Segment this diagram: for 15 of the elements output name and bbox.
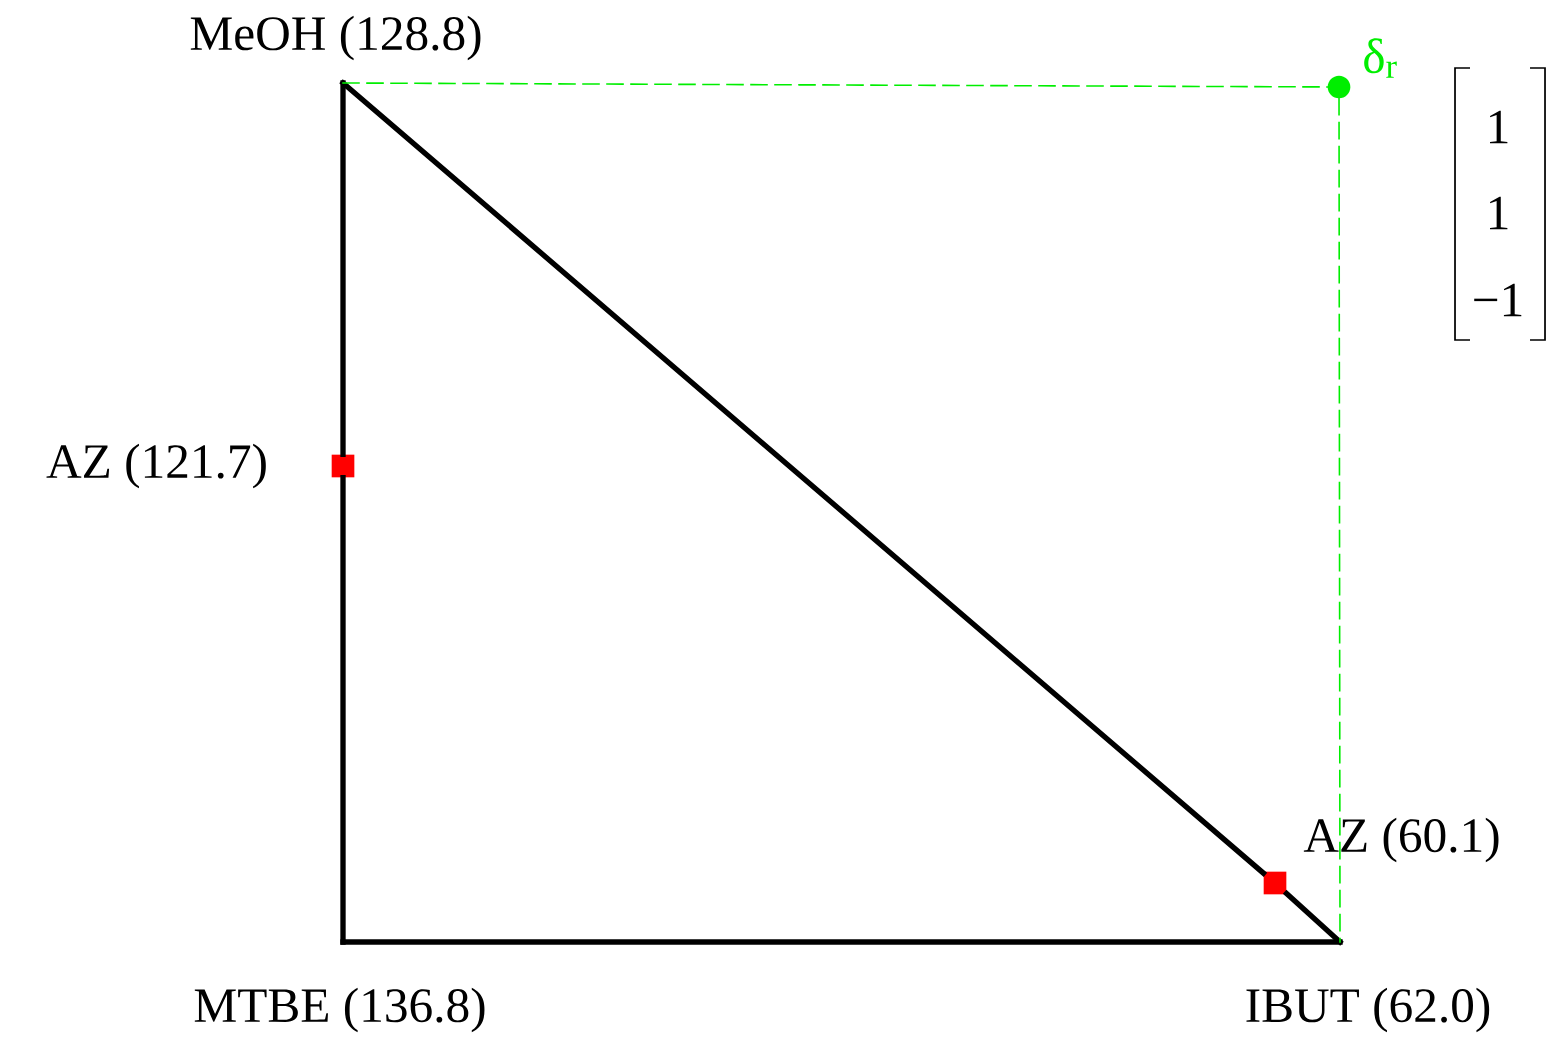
point-label: AZ (121.7) — [46, 443, 266, 489]
triangle-side — [340, 80, 346, 458]
point-label: δ$_{r}$ — [1364, 38, 1397, 78]
vertex-label: MTBE (136.8) — [194, 987, 485, 1033]
dashed-line — [1338, 97, 1341, 943]
triangle-side — [340, 80, 1267, 876]
matrix-entry: 1 — [1490, 196, 1508, 230]
vertex-label: IBUT (62.0) — [1246, 987, 1490, 1033]
triangle-side — [1283, 890, 1343, 945]
dashed-line — [342, 82, 1329, 88]
vertex-label: MeOH (128.8) — [190, 15, 481, 61]
matrix-entry: 1 — [1490, 110, 1508, 144]
triangle-side — [340, 939, 1343, 945]
point-label: AZ (60.1) — [1303, 817, 1499, 863]
matrix-entry: −1 — [1474, 283, 1522, 317]
